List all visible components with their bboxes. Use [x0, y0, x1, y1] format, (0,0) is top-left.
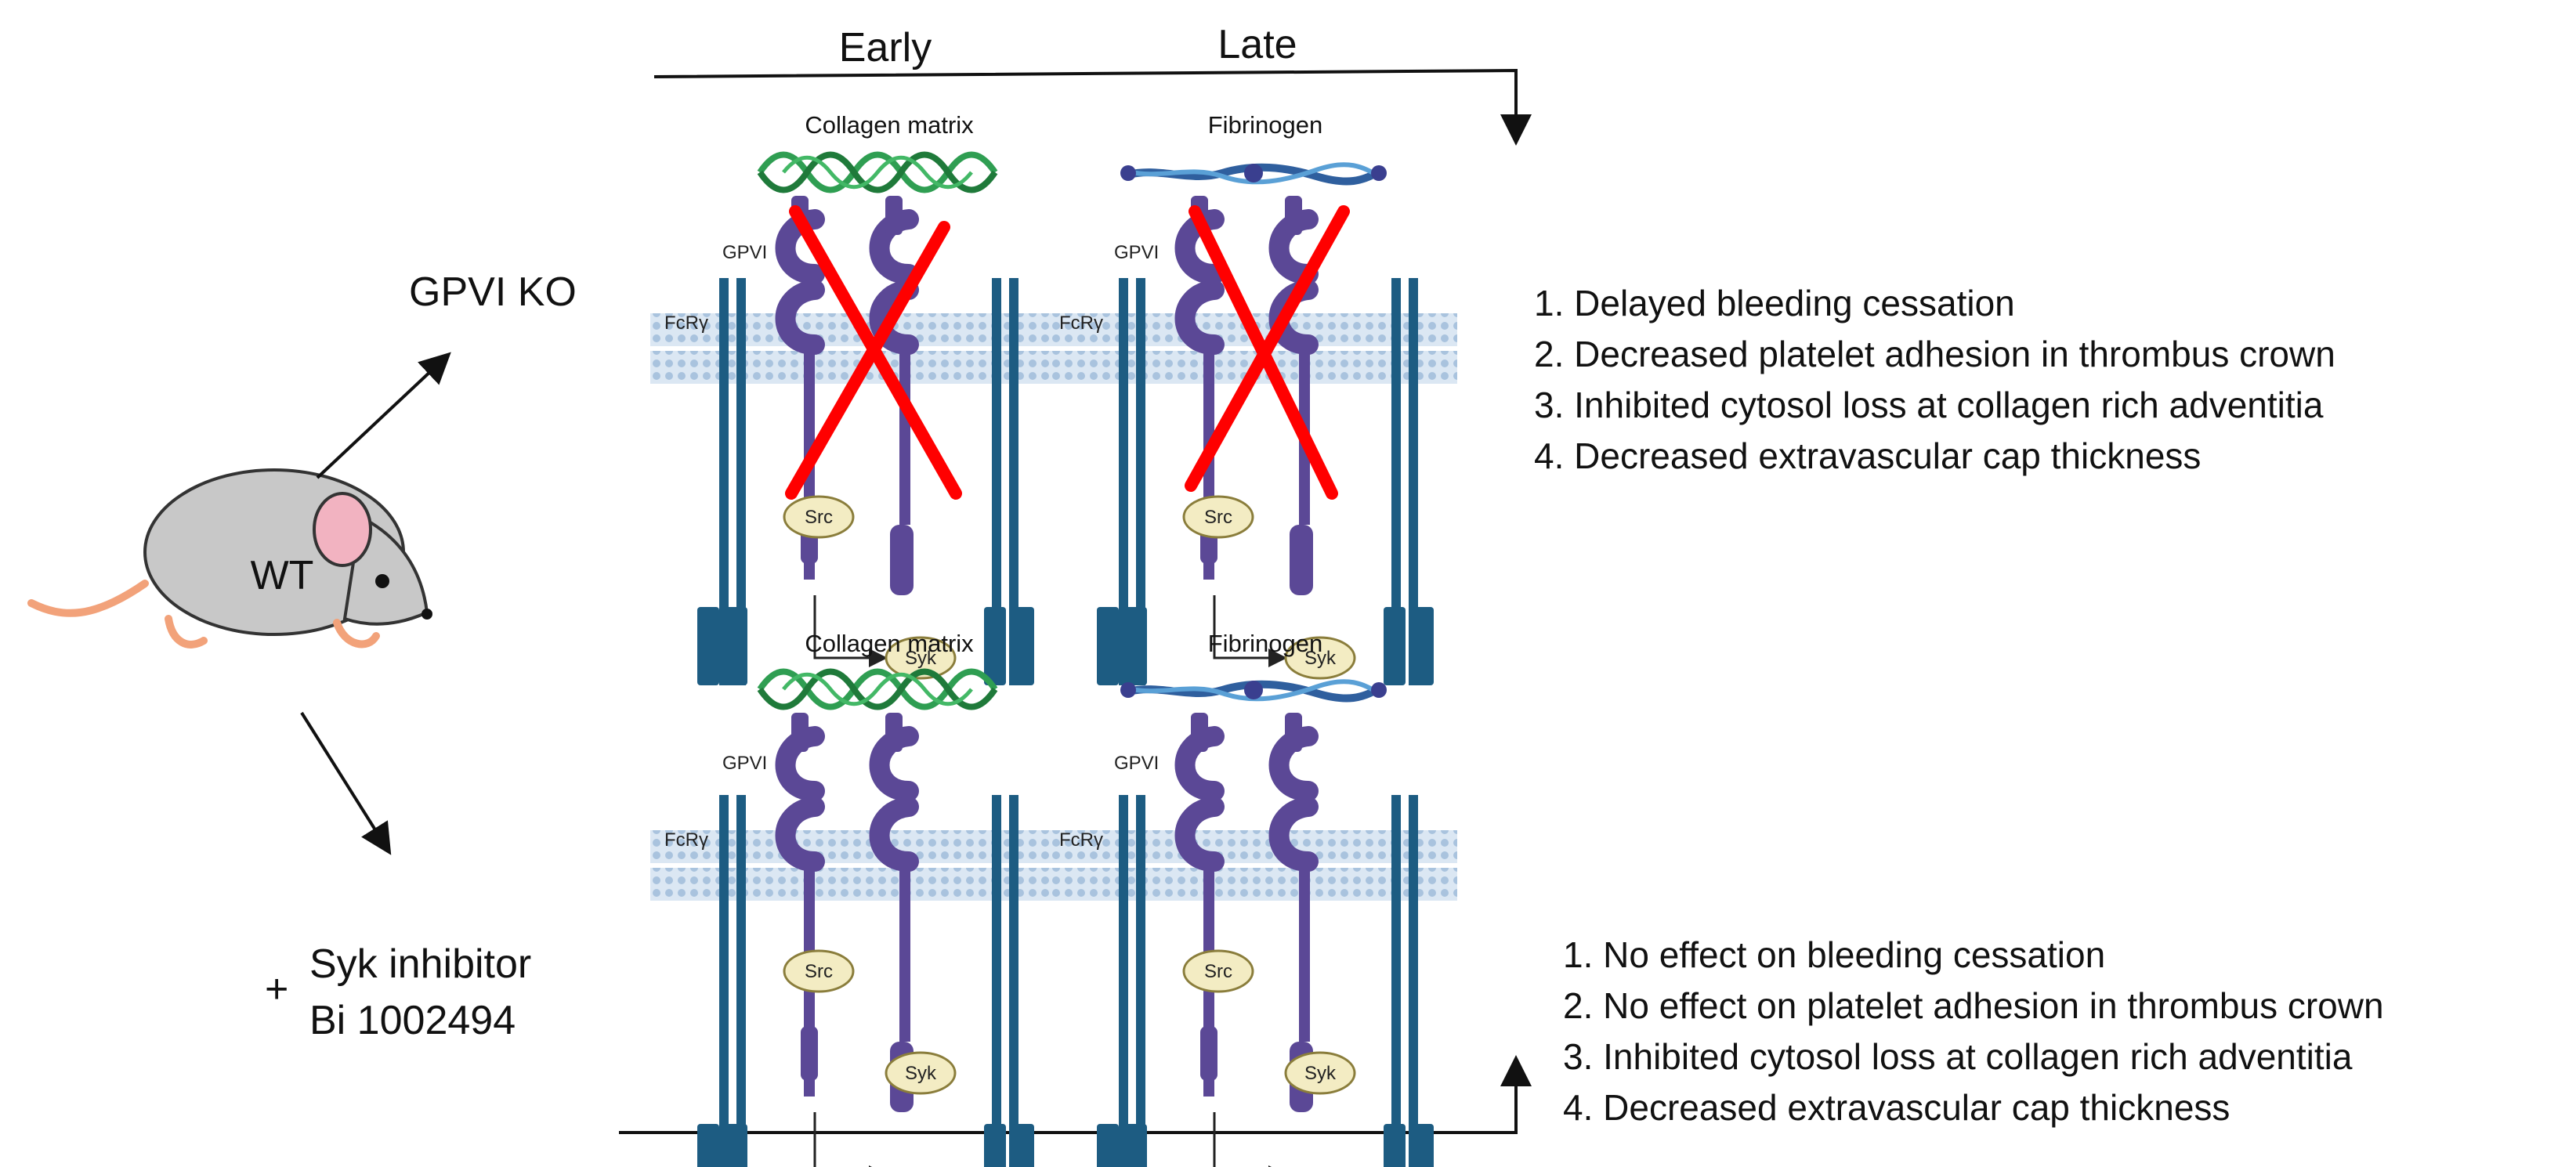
- panel-syk-early-fcr: FcRγ: [664, 829, 708, 851]
- src-kinase: [1182, 949, 1254, 993]
- collagen-helix: [760, 155, 995, 190]
- panel-syk-late-src: Src: [1204, 961, 1232, 982]
- panel-syk-early-src: Src: [805, 961, 833, 982]
- syk-kinase: [885, 1051, 957, 1095]
- panel-ko-early-src: Src: [805, 507, 833, 528]
- src-kinase: [783, 949, 855, 993]
- arrow-to-syk: [300, 711, 392, 855]
- syk-kinase: [1284, 636, 1356, 680]
- outcome-ko-1: 1. Delayed bleeding cessation: [1534, 283, 2015, 323]
- collagen-helix: [760, 672, 995, 707]
- panel-ko-late-ligand: Fibrinogen: [1208, 111, 1322, 139]
- gpvi-ko-label: GPVI KO: [409, 269, 577, 315]
- panel-ko-late-fcr: FcRγ: [1059, 313, 1103, 334]
- nose: [421, 609, 432, 620]
- eye: [375, 574, 389, 588]
- panel-syk-early: [650, 672, 1058, 1167]
- early-label: Early: [839, 25, 932, 70]
- panel-syk-late-ligand: Fibrinogen: [1208, 630, 1322, 657]
- ko-cross: [1185, 205, 1350, 500]
- outcome-ko-4: 4. Decreased extravascular cap thickness: [1534, 435, 2201, 476]
- timeline-bracket: [619, 68, 1532, 1134]
- panel-ko-late-src: Src: [1204, 507, 1232, 528]
- panel-ko-late-syk: Syk: [1304, 648, 1337, 669]
- compound-label: Bi 1002494: [309, 998, 516, 1043]
- fibrinogen-strand: [1120, 164, 1387, 182]
- panel-ko-early-gpvi: GPVI: [722, 242, 767, 263]
- ko-cross: [785, 205, 962, 500]
- mouse-illustration: [27, 468, 432, 649]
- panel-syk-late-fcr: FcRγ: [1059, 829, 1103, 851]
- ear: [313, 492, 372, 567]
- outcome-syk-1: 1. No effect on bleeding cessation: [1563, 934, 2105, 975]
- panel-ko-early-syk: Syk: [905, 648, 937, 669]
- arrow-to-ko: [316, 352, 451, 479]
- panel-ko-late: [1050, 164, 1457, 685]
- panel-syk-late-gpvi: GPVI: [1114, 753, 1159, 774]
- outcome-ko-2: 2. Decreased platelet adhesion in thromb…: [1534, 334, 2335, 374]
- panel-ko-early: [650, 155, 1058, 686]
- panel-syk-early-syk: Syk: [905, 1063, 937, 1084]
- outcome-syk-3: 3. Inhibited cytosol loss at collagen ri…: [1563, 1036, 2353, 1077]
- panel-ko-late-gpvi: GPVI: [1114, 242, 1159, 263]
- mouse-label: WT: [251, 553, 314, 598]
- src-kinase: [1182, 495, 1254, 539]
- panel-ko-early-fcr: FcRγ: [664, 313, 708, 334]
- src-kinase: [783, 495, 855, 539]
- panel-syk-late-syk: Syk: [1304, 1063, 1337, 1084]
- panel-syk-late: [1050, 681, 1457, 1167]
- syk-kinase: [1284, 1051, 1356, 1095]
- fibrinogen-strand: [1120, 681, 1387, 699]
- plus-sign: +: [265, 966, 288, 1012]
- outcomes-syk: 1. No effect on bleeding cessation 2. No…: [1563, 934, 2384, 1128]
- syk-inhibitor-label: Syk inhibitor: [309, 941, 531, 987]
- panel-ko-early-ligand: Collagen matrix: [805, 111, 974, 139]
- panel-syk-early-ligand: Collagen matrix: [805, 630, 974, 657]
- outcomes-ko: 1. Delayed bleeding cessation 2. Decreas…: [1534, 283, 2335, 476]
- syk-kinase: [885, 636, 957, 680]
- late-label: Late: [1217, 22, 1297, 67]
- outcome-ko-3: 3. Inhibited cytosol loss at collagen ri…: [1534, 385, 2324, 425]
- panel-syk-early-gpvi: GPVI: [722, 753, 767, 774]
- outcome-syk-2: 2. No effect on platelet adhesion in thr…: [1563, 985, 2384, 1026]
- outcome-syk-4: 4. Decreased extravascular cap thickness: [1563, 1087, 2230, 1128]
